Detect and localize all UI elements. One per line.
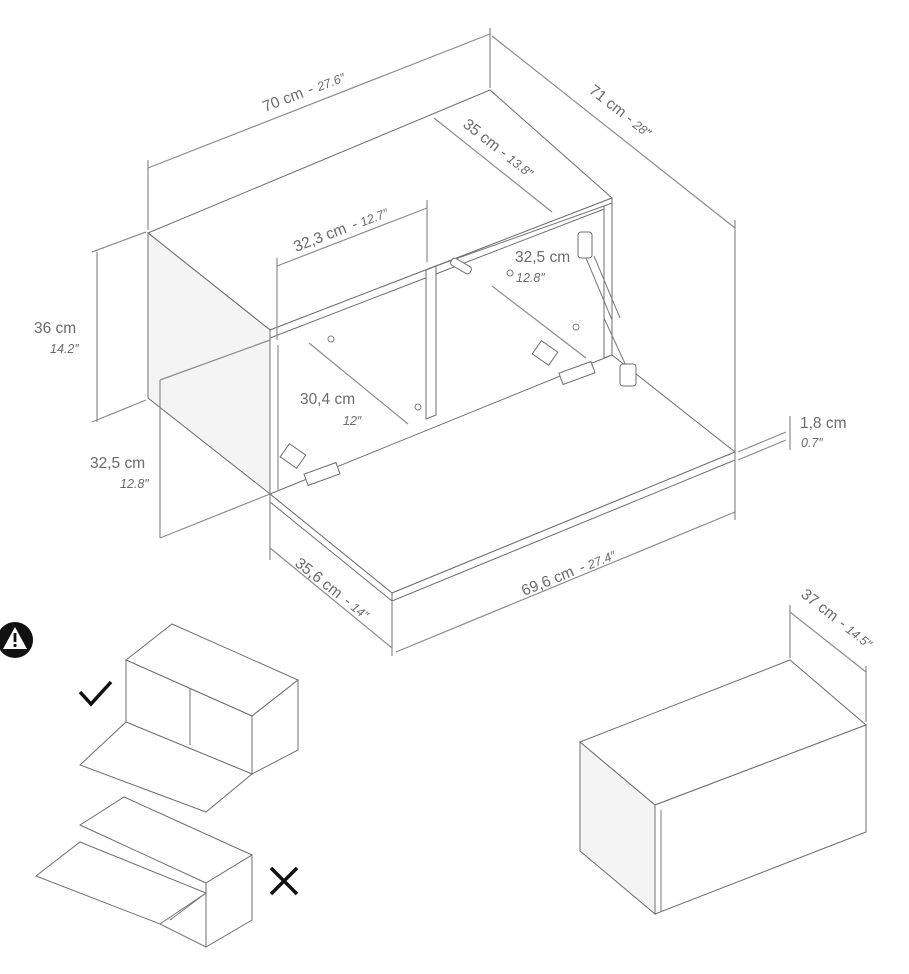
cabinet-divider — [425, 265, 437, 420]
svg-text:37 cm: 37 cm — [798, 586, 842, 625]
svg-text:35,6 cm: 35,6 cm — [292, 555, 346, 602]
cabinet-right-side — [603, 202, 613, 359]
dim-label-door-height: 32,5 cm 12.8″ — [90, 455, 149, 491]
hinge-right — [531, 340, 559, 366]
dim-label-door-width: 69,6 cm - 27.4″ — [519, 548, 618, 599]
incorrect-usage-drawing — [34, 796, 254, 948]
svg-text:30,4 cm: 30,4 cm — [300, 391, 355, 408]
svg-text:32,5 cm: 32,5 cm — [90, 455, 145, 472]
svg-text:27.4″: 27.4″ — [585, 548, 618, 572]
dim-label-inner-height-right: 32,5 cm 12.8″ — [515, 249, 570, 285]
dim-label-door-thickness: 1,8 cm 0.7″ — [800, 415, 847, 450]
gas-piston — [506, 231, 637, 387]
svg-text:12.8″: 12.8″ — [516, 271, 545, 285]
svg-text:12″: 12″ — [343, 414, 362, 428]
svg-text:32,5 cm: 32,5 cm — [515, 249, 570, 266]
svg-text:12.8″: 12.8″ — [120, 477, 149, 491]
warning-icon — [0, 622, 33, 658]
check-icon — [78, 680, 113, 707]
dim-label-width-top: 70 cm 27.6″ - — [260, 70, 347, 116]
svg-text:28″: 28″ — [629, 117, 653, 140]
svg-text:-: - — [349, 216, 360, 234]
svg-text:-: - — [577, 559, 588, 577]
svg-text:27.6″: 27.6″ — [314, 70, 347, 94]
dim-label-depth-top: 71 cm - 28″ — [586, 82, 654, 141]
svg-text:70 cm: 70 cm — [260, 85, 306, 116]
dimension-lines — [91, 28, 791, 656]
svg-text:36 cm: 36 cm — [34, 320, 76, 337]
dim-label-closed-depth: 37 cm - 14.5″ — [798, 586, 875, 652]
svg-text:0.7″: 0.7″ — [801, 436, 823, 450]
svg-text:-: - — [305, 81, 316, 99]
correct-usage-drawing — [79, 623, 299, 813]
svg-text:14.5″: 14.5″ — [843, 622, 875, 651]
svg-text:14.2″: 14.2″ — [50, 342, 79, 356]
dim-label-height: 36 cm 14.2″ — [34, 320, 79, 356]
closed-front — [654, 724, 867, 915]
dim-label-inner-height-left: 30,4 cm 12″ — [300, 391, 362, 428]
open-cabinet-drawing — [147, 89, 736, 603]
hinge-left — [279, 443, 307, 469]
svg-text:14″: 14″ — [348, 600, 372, 623]
svg-text:69,6 cm: 69,6 cm — [519, 563, 576, 599]
svg-text:1,8 cm: 1,8 cm — [800, 415, 847, 432]
closed-cabinet-drawing — [579, 605, 867, 916]
cross-icon — [269, 866, 299, 896]
